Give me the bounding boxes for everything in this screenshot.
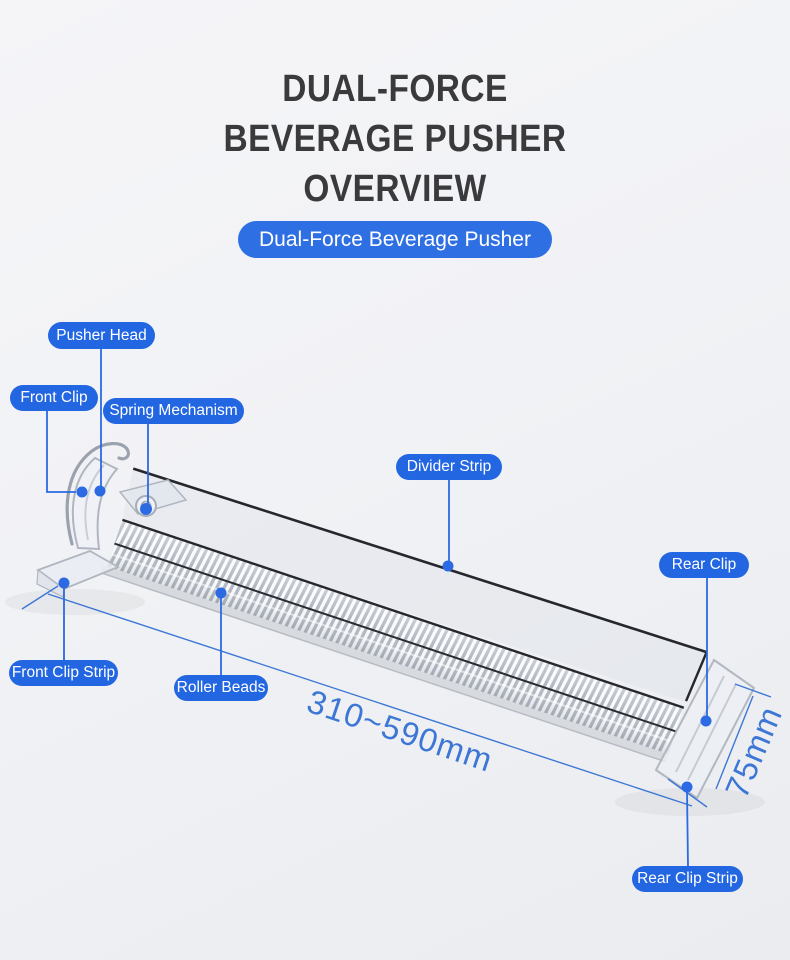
spring-wire-hook	[65, 442, 131, 546]
length-dimension-line	[47, 593, 693, 807]
label-front-clip-strip: Front Clip Strip	[9, 660, 118, 686]
dot-rear-clip-strip	[681, 781, 693, 793]
rail-bottom-edge	[100, 565, 669, 762]
dot-front-clip	[76, 486, 88, 498]
divider-strip-top-edge	[132, 467, 708, 654]
dot-rear-clip	[700, 715, 712, 727]
height-witness-top	[734, 683, 772, 698]
rail-highlight	[110, 553, 673, 743]
page-title: DUAL-FORCE BEVERAGE PUSHER OVERVIEW	[47, 64, 742, 214]
dot-pusher-head	[94, 485, 106, 497]
product-name-badge: Dual-Force Beverage Pusher	[238, 221, 552, 258]
length-witness-front	[21, 585, 59, 610]
label-divider-strip: Divider Strip	[396, 454, 502, 480]
page-title-line-3: OVERVIEW	[303, 168, 487, 210]
label-roller-beads: Roller Beads	[174, 675, 268, 701]
rail-wire-front	[114, 542, 677, 733]
rail-bottom-line	[100, 571, 666, 763]
dot-front-clip-strip	[58, 577, 70, 589]
height-dimension-line	[715, 695, 754, 790]
front-shadow	[5, 589, 145, 615]
page-title-line-1: DUAL-FORCE	[282, 68, 508, 110]
label-spring-mechanism: Spring Mechanism	[103, 398, 244, 424]
divider-strip-rear-post	[684, 651, 708, 702]
rail-wire-back	[122, 518, 685, 709]
page-title-line-2: BEVERAGE PUSHER	[223, 118, 567, 160]
rail-assembly	[100, 467, 708, 763]
leader-dots	[58, 485, 712, 793]
leader-rear-clip-strip	[686, 790, 689, 867]
dot-divider-strip	[442, 560, 454, 572]
label-pusher-head: Pusher Head	[48, 322, 155, 349]
leader-lines	[46, 349, 708, 867]
dot-roller-beads	[215, 587, 227, 599]
divider-strip-panel	[122, 469, 707, 703]
leader-front-clip	[46, 411, 76, 493]
label-front-clip: Front Clip	[10, 385, 98, 411]
dot-spring-mechanism	[140, 503, 152, 515]
rear-clip-strip-part	[654, 658, 756, 800]
label-rear-clip-strip: Rear Clip Strip	[632, 866, 743, 892]
rear-shadow	[615, 788, 765, 816]
label-rear-clip: Rear Clip	[659, 552, 749, 578]
